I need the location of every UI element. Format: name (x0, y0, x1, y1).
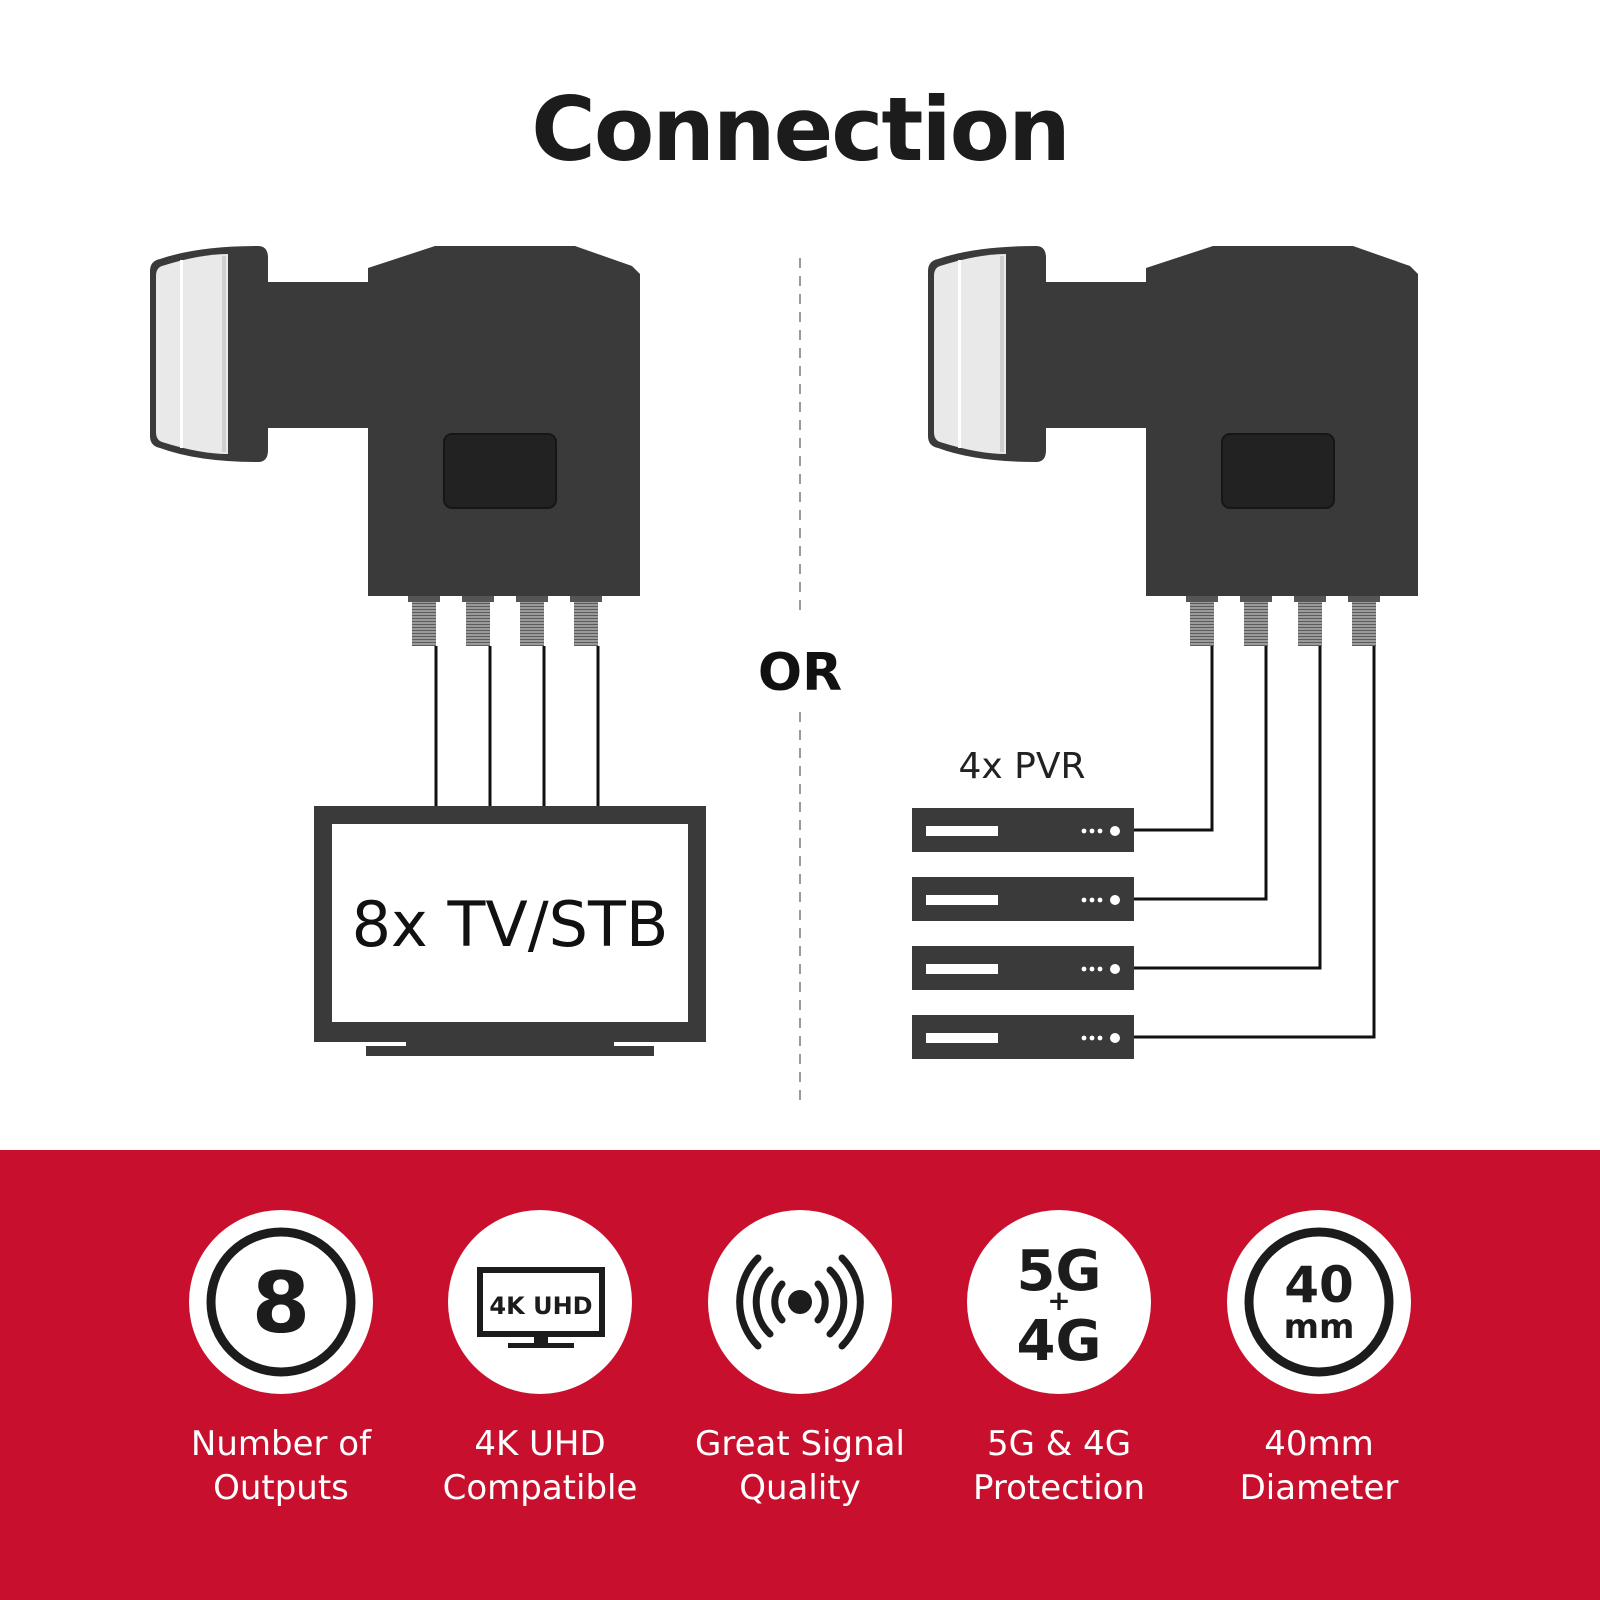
pvr-box-icon (912, 1015, 1134, 1059)
svg-text:8: 8 (252, 1254, 310, 1352)
eight-outputs-icon: 8 (189, 1210, 373, 1394)
cables-right (1134, 646, 1376, 1039)
or-label: OR (758, 643, 842, 703)
svg-text:+: + (1047, 1284, 1070, 1317)
svg-text:5G: 5G (1017, 1239, 1102, 1304)
diameter-40mm-icon: 40 mm (1227, 1210, 1411, 1394)
tv-icon (314, 806, 706, 1056)
lnb-right-icon (927, 245, 1419, 647)
pvr-box-icon (912, 877, 1134, 921)
signal-broadcast-icon (708, 1210, 892, 1394)
pvr-box-icon (912, 808, 1134, 852)
lnb-left-icon (149, 245, 641, 647)
svg-text:4G: 4G (1017, 1309, 1102, 1374)
cables-left (434, 646, 600, 808)
svg-text:mm: mm (1284, 1307, 1355, 1347)
page-title: Connection (531, 78, 1071, 181)
5g-4g-icon: 5G + 4G (967, 1210, 1151, 1394)
pvr-box-icon (912, 946, 1134, 990)
svg-text:40: 40 (1284, 1256, 1354, 1314)
pvr-label: 4x PVR (958, 746, 1085, 787)
4k-uhd-tv-icon: 4K UHD (448, 1210, 632, 1394)
svg-text:4K UHD: 4K UHD (489, 1292, 592, 1320)
connection-diagram: 8x TV/STB OR 4x PVR (149, 245, 1419, 1102)
tv-stb-label: 8x TV/STB (352, 888, 669, 961)
